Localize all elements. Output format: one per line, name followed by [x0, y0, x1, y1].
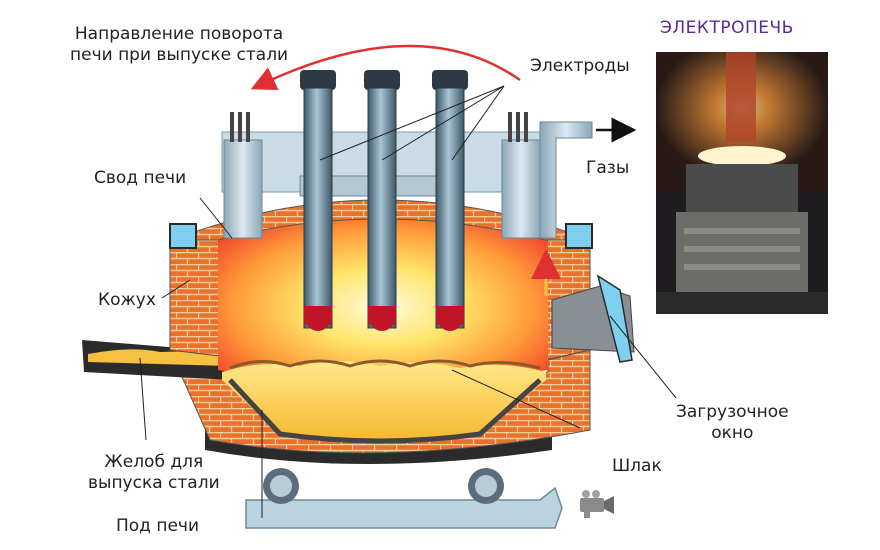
slag-label: Шлак [612, 456, 662, 476]
rotation-arrow [250, 44, 521, 91]
gases-label: Газы [586, 158, 630, 178]
electrode-right [432, 70, 468, 331]
left-wall [169, 239, 221, 357]
roof-label: Свод печи [94, 168, 187, 188]
photo-title: ЭЛЕКТРОПЕЧЬ [660, 18, 794, 38]
right-mast [501, 112, 541, 239]
furnace-photo [656, 52, 828, 314]
bowl-lining [228, 378, 542, 444]
water-cap-right [565, 223, 593, 249]
water-cap-left [169, 223, 197, 249]
video-camera-icon[interactable] [576, 488, 618, 520]
molten-steel [222, 361, 546, 441]
rotation-direction-label: Направление поворота печи при выпуске ст… [70, 24, 289, 65]
wheel-left [263, 468, 299, 504]
spout-steel [88, 349, 230, 366]
spout-label: Желоб для выпуска стали [88, 452, 220, 493]
electrode-left [300, 70, 336, 331]
electrode-center [364, 70, 400, 331]
electrodes-label: Электроды [530, 56, 630, 76]
slag-layer [229, 359, 541, 370]
hearth-label: Под печи [116, 516, 200, 536]
support-rail [245, 486, 563, 529]
leader-lines [139, 85, 677, 518]
wheel-right [468, 468, 504, 504]
loading-door-label: Загрузочное окно [676, 402, 789, 443]
door-gate [596, 274, 633, 363]
gas-duct [539, 121, 593, 239]
casing-label: Кожух [98, 290, 156, 310]
left-mast [223, 112, 263, 239]
